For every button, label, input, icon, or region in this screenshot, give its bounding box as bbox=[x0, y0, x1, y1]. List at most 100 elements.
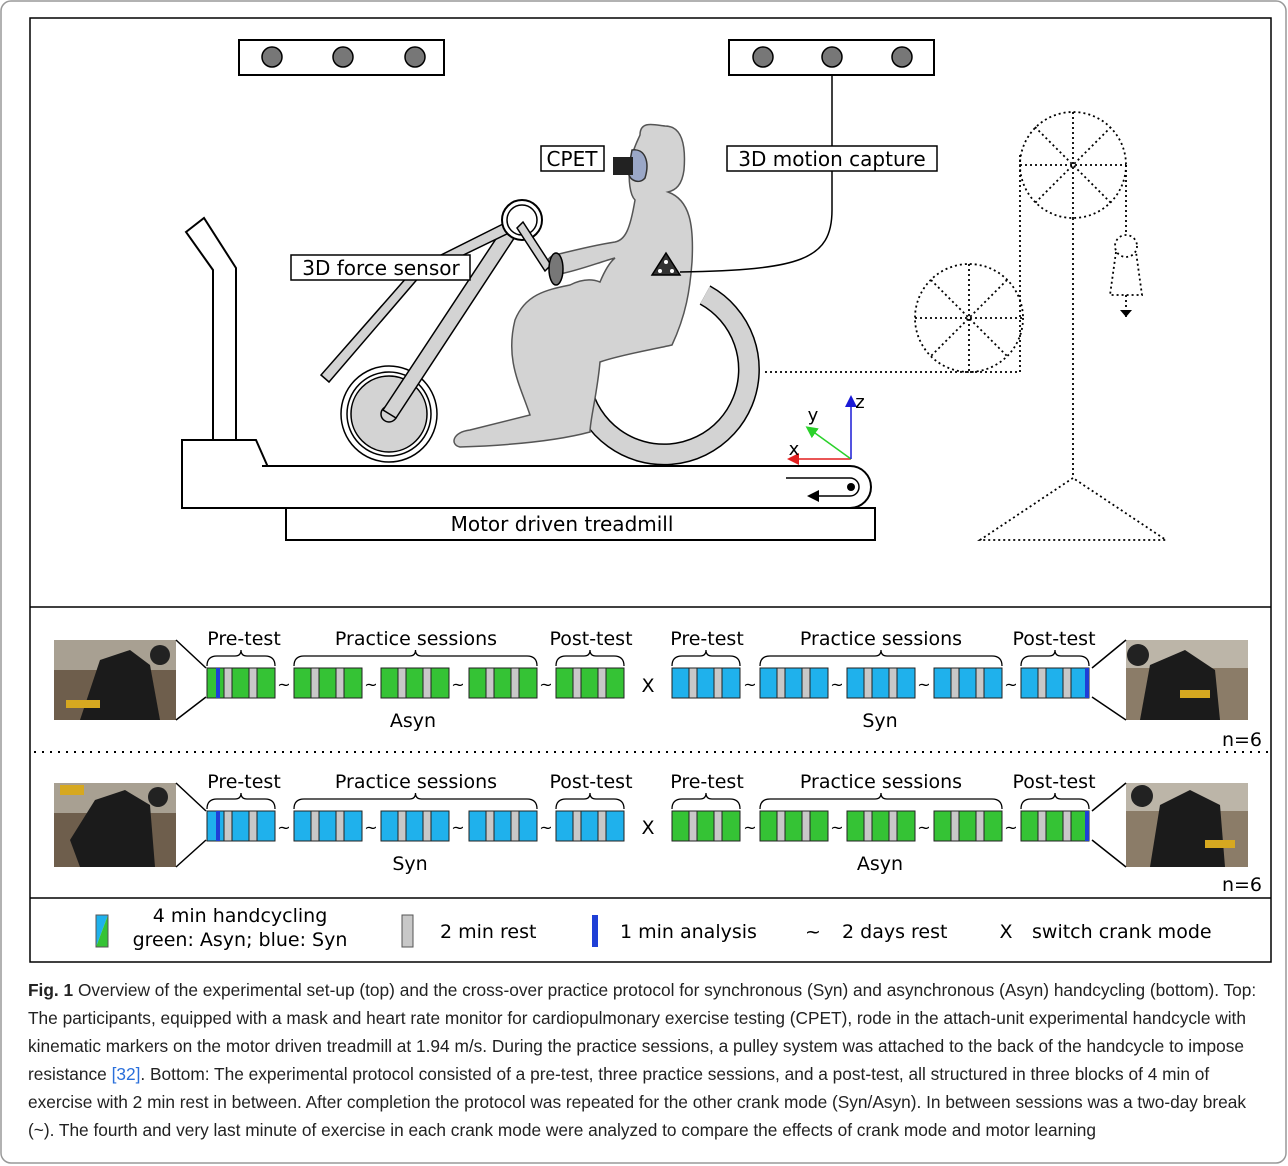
row2-pre-test-label: Pre-test bbox=[207, 771, 281, 793]
axis-z-label: z bbox=[855, 392, 864, 413]
row2-second-mode: Asyn bbox=[857, 853, 903, 875]
row2-first-block-5-rest bbox=[597, 810, 607, 842]
row1-tilde-7: ~ bbox=[917, 675, 930, 694]
row2-first-block-4-rest bbox=[510, 810, 520, 842]
row2-tilde-1: ~ bbox=[277, 818, 290, 837]
row1-first-block-4-rest bbox=[510, 667, 520, 699]
row2-first-block-3-rest bbox=[422, 810, 432, 842]
row1-post-test-label: Post-test bbox=[549, 628, 632, 650]
protocol-grid: ~~~~~~~~~~~~~~~~ bbox=[54, 639, 1248, 868]
row1-first-block-2-rest bbox=[310, 667, 320, 699]
treadmill bbox=[181, 216, 876, 541]
row1-second-block-4-rest bbox=[950, 667, 960, 699]
row1-second-block-3-rest bbox=[888, 667, 898, 699]
row1-post-test-label-2: Post-test bbox=[1012, 628, 1095, 650]
row1-first-block-2 bbox=[293, 667, 363, 699]
legend-tilde: ~ bbox=[805, 921, 821, 943]
row2-second-block-5-rest bbox=[1037, 810, 1047, 842]
row1-first-block-1-rest bbox=[248, 667, 258, 699]
photo-row1-left bbox=[54, 639, 207, 721]
row1-tilde-6: ~ bbox=[830, 675, 843, 694]
row2-second-block-5-analysis bbox=[1085, 811, 1089, 841]
row1-n: n=6 bbox=[1222, 729, 1262, 751]
row1-second-block-2-rest bbox=[801, 667, 811, 699]
row2-brace-pre-2 bbox=[671, 792, 741, 810]
row2-brace-post bbox=[555, 792, 625, 810]
row2-brace-post-2 bbox=[1020, 792, 1090, 810]
row2-first-block-1-rest bbox=[223, 810, 233, 842]
row1-practice-label: Practice sessions bbox=[335, 628, 497, 650]
motion-capture-label: 3D motion capture bbox=[738, 147, 925, 171]
row2-first-block-1-rest bbox=[248, 810, 258, 842]
row2-second-block-2-rest bbox=[776, 810, 786, 842]
caption-reference-link[interactable]: [32] bbox=[111, 1064, 141, 1084]
legend bbox=[95, 914, 598, 948]
row1-first-block-3-rest bbox=[397, 667, 407, 699]
photo-row1-right bbox=[1091, 639, 1248, 721]
treadmill-label: Motor driven treadmill bbox=[451, 512, 674, 536]
kinematic-marker bbox=[650, 251, 682, 276]
row2-second-block-1 bbox=[671, 810, 741, 842]
person-silhouette bbox=[453, 123, 694, 448]
row1-brace-practice bbox=[293, 649, 538, 667]
row2-first-mode: Syn bbox=[392, 853, 427, 875]
row1-second-block-1 bbox=[671, 667, 741, 699]
cpet-label: CPET bbox=[547, 147, 599, 171]
row2-first-block-5-rest bbox=[572, 810, 582, 842]
row1-first-block-3-rest bbox=[422, 667, 432, 699]
row1-first-block-5-rest bbox=[572, 667, 582, 699]
force-sensor-label: 3D force sensor bbox=[302, 256, 460, 280]
row1-second-block-1-rest bbox=[688, 667, 698, 699]
row1-brace-practice-2 bbox=[759, 649, 1003, 667]
row1-first-block-5 bbox=[555, 667, 625, 699]
row2-first-block-4 bbox=[468, 810, 538, 842]
row2-first-block-2-rest bbox=[310, 810, 320, 842]
axis-y-label: y bbox=[808, 405, 819, 426]
row2-second-block-2-rest bbox=[801, 810, 811, 842]
row2-second-block-3 bbox=[846, 810, 916, 842]
row1-second-mode: Syn bbox=[862, 710, 897, 732]
caption-text: Overview of the experimental set-up (top… bbox=[28, 980, 1257, 1084]
photo-row2-left bbox=[54, 782, 207, 868]
row1-pre-test-label: Pre-test bbox=[207, 628, 281, 650]
legend-x-symbol: X bbox=[999, 921, 1012, 943]
row2-first-block-1-analysis bbox=[216, 811, 220, 841]
row2-practice-label-2: Practice sessions bbox=[800, 771, 962, 793]
row2-n: n=6 bbox=[1222, 874, 1262, 896]
row1-first-mode: Asyn bbox=[390, 710, 436, 732]
row1-second-block-2 bbox=[759, 667, 829, 699]
row2-brace-pre bbox=[206, 792, 276, 810]
row1-second-block-3 bbox=[846, 667, 916, 699]
row2-second-block-1-rest bbox=[688, 810, 698, 842]
row2-second-block-4-rest bbox=[950, 810, 960, 842]
row1-second-block-5-rest bbox=[1037, 667, 1047, 699]
row1-first-block-1-analysis bbox=[216, 668, 220, 698]
camera-bar-left bbox=[238, 39, 445, 76]
row2-tilde-5: ~ bbox=[743, 818, 756, 837]
row2-tilde-4: ~ bbox=[539, 818, 552, 837]
legend-rest-label: 2 min rest bbox=[440, 921, 536, 943]
row1-tilde-2: ~ bbox=[364, 675, 377, 694]
row1-second-block-1-rest bbox=[713, 667, 723, 699]
row1-first-block-4-rest bbox=[485, 667, 495, 699]
row1-brace-post-2 bbox=[1020, 649, 1090, 667]
row2-post-test-label: Post-test bbox=[549, 771, 632, 793]
row1-tilde-4: ~ bbox=[539, 675, 552, 694]
force-sensor-label-box bbox=[290, 254, 471, 281]
row1-practice-label-2: Practice sessions bbox=[800, 628, 962, 650]
row1-second-block-2-rest bbox=[776, 667, 786, 699]
pulley-system bbox=[765, 111, 1169, 541]
row2-second-block-4 bbox=[933, 810, 1003, 842]
row2-second-block-2 bbox=[759, 810, 829, 842]
row2-brace-practice-2 bbox=[759, 792, 1003, 810]
row2-pre-test-label-2: Pre-test bbox=[670, 771, 744, 793]
weight-arrow bbox=[1120, 310, 1132, 317]
legend-days-rest-label: 2 days rest bbox=[842, 921, 947, 943]
row2-second-block-5 bbox=[1020, 810, 1090, 842]
row1-tilde-1: ~ bbox=[277, 675, 290, 694]
row1-second-block-3-rest bbox=[863, 667, 873, 699]
photo-row2-right bbox=[1091, 782, 1248, 868]
row2-first-block-2 bbox=[293, 810, 363, 842]
